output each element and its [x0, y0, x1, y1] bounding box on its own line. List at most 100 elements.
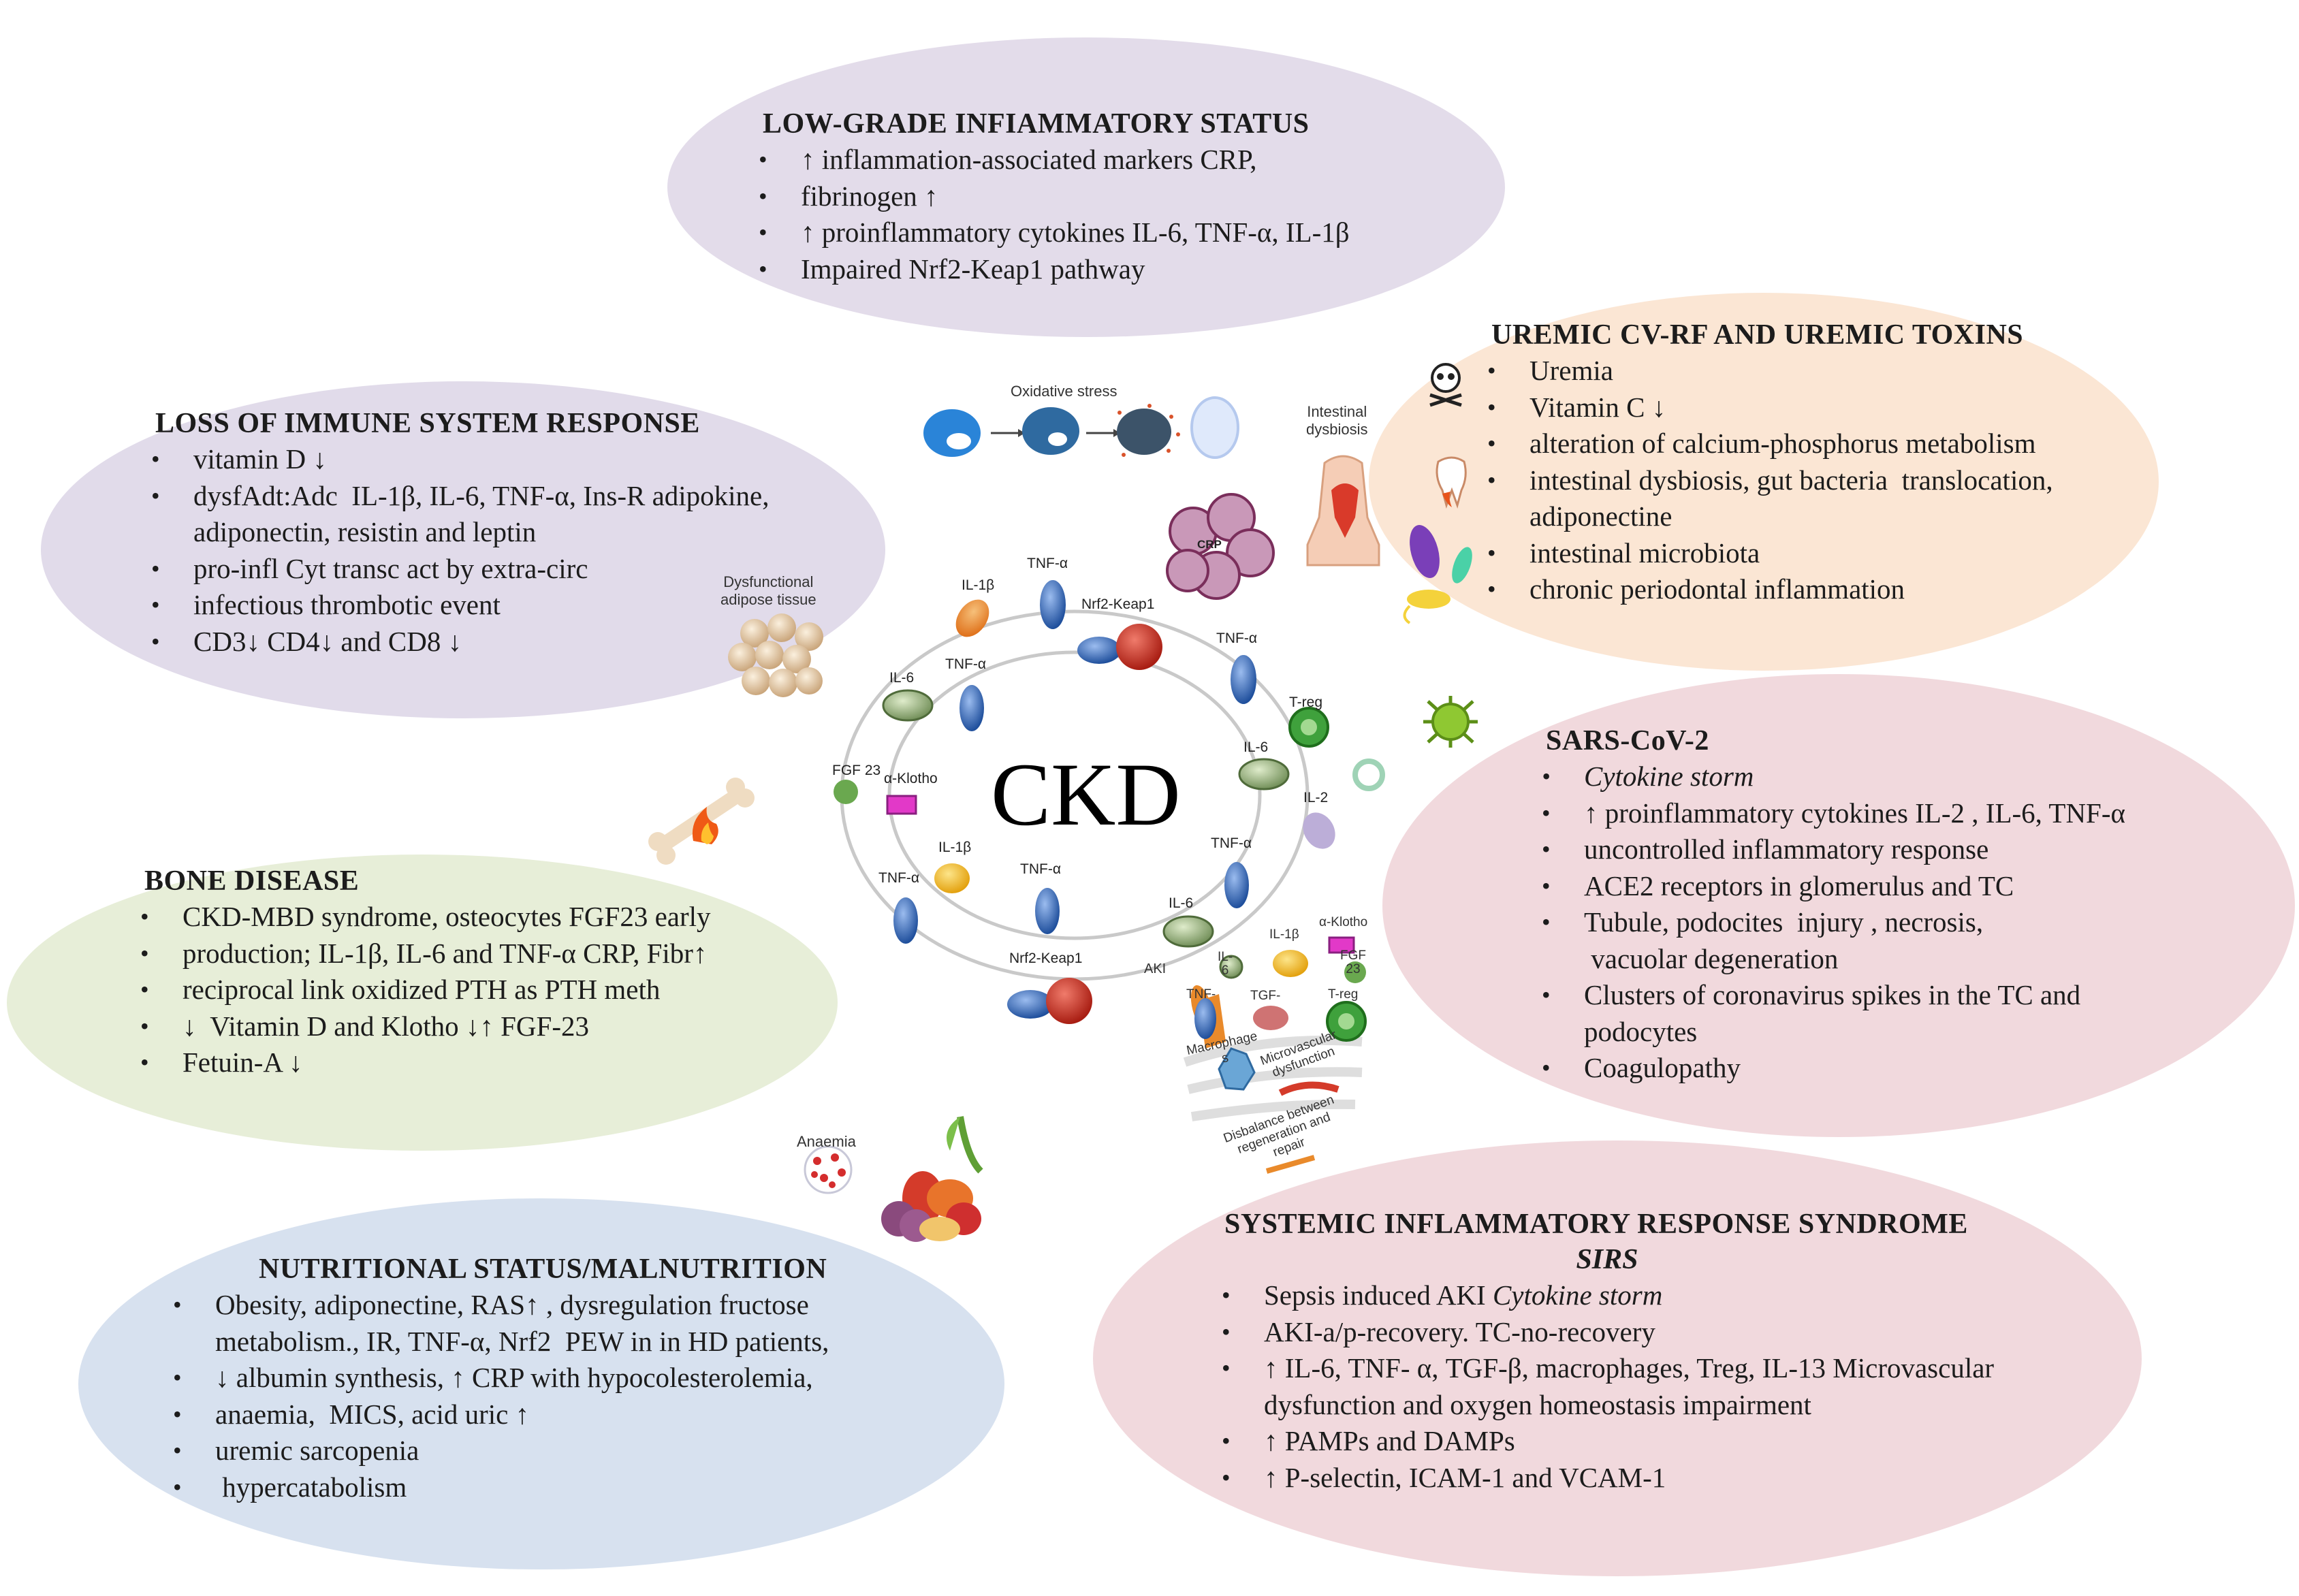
crp-label: CRP: [1197, 538, 1222, 551]
oxidative-stress-cells: [923, 396, 1239, 459]
sars-item: ↑ proinflammatory cytokines IL-2 , IL-6,…: [1539, 795, 2125, 832]
crp-protein-icon: [1166, 493, 1275, 600]
il6-molecule: [882, 689, 934, 722]
treg-label: T-reg: [1328, 987, 1359, 1002]
il6-molecule: [1162, 915, 1214, 948]
virus-icon: [1423, 696, 1478, 748]
inflammatory-item: Impaired Nrf2-Keap1 pathway: [756, 251, 1350, 288]
ring-label-tnf: TNF-α: [945, 656, 986, 672]
tnf-molecule: [1224, 862, 1249, 908]
inflammatory-title: LOW-GRADE INFIAMMATORY STATUS: [763, 108, 1310, 140]
ring-label-treg: T-reg: [1289, 695, 1323, 710]
tnf-molecule: [960, 685, 984, 731]
keap1-red: [1046, 978, 1092, 1024]
uremic-item: Vitamin C ↓: [1485, 389, 2053, 426]
uremic-item: alteration of calcium-phosphorus metabol…: [1485, 426, 2053, 462]
ring-label-tnf: TNF-α: [1027, 556, 1068, 571]
nutrition-item: Obesity, adiponectine, RAS↑ , dysregulat…: [170, 1287, 829, 1360]
immune-panel: LOSS OF IMMUNE SYSTEM RESPONSE vitamin D…: [148, 406, 770, 660]
sars-item: Tubule, podocites injury , necrosis, vac…: [1539, 904, 2125, 977]
il6-label: IL- 6: [1218, 950, 1233, 978]
tnf-label: TNF-: [1186, 987, 1216, 1002]
ring-label-fgf23: FGF 23: [832, 763, 881, 778]
klotho-molecule: [886, 795, 917, 815]
bone-title: BONE DISEASE: [144, 865, 360, 897]
nrf2-blue: [1007, 990, 1053, 1019]
bone-panel: BONE DISEASE CKD-MBD syndrome, osteocyte…: [138, 863, 711, 1081]
sirs-item: ↑ P-selectin, ICAM-1 and VCAM-1: [1219, 1460, 1995, 1497]
bone-item: production; IL-1β, IL-6 and TNF-α CRP, F…: [138, 936, 711, 972]
sirs-item-text: Sepsis induced AKI: [1264, 1279, 1493, 1311]
sars-item: Cytokine storm: [1539, 759, 2125, 795]
il1b-molecule: [955, 599, 989, 637]
uremic-item: intestinal dysbiosis, gut bacteria trans…: [1485, 462, 2053, 535]
sirs-item-italic: Cytokine storm: [1492, 1279, 1663, 1311]
ring-label-tnf: TNF-α: [878, 870, 919, 886]
uremic-item: Uremia: [1485, 353, 2053, 389]
immune-title: LOSS OF IMMUNE SYSTEM RESPONSE: [155, 408, 700, 439]
uremic-item: intestinal microbiota: [1485, 535, 2053, 572]
nutrition-item: anaemia, MICS, acid uric ↑: [170, 1396, 829, 1433]
nutrition-item: uremic sarcopenia: [170, 1433, 829, 1469]
nutrition-panel: NUTRITIONAL STATUS/MALNUTRITION Obesity,…: [170, 1251, 829, 1505]
bacteria-icon: [1403, 525, 1472, 624]
kidney-tubule-icon: [1183, 936, 1367, 1174]
fgf23-label: FGF 23: [1340, 948, 1366, 976]
sirs-item: ↑ IL-6, TNF- α, TGF-β, macrophages, Treg…: [1219, 1350, 1995, 1423]
inflammatory-item: fibrinogen ↑: [756, 178, 1350, 215]
treg-nucleus: [1301, 719, 1317, 735]
ring-label-il6: IL-6: [1169, 895, 1194, 911]
sirs-item: AKI-a/p-recovery. TC-no-recovery: [1219, 1314, 1995, 1351]
anaemia-cell-icon: [804, 1145, 853, 1194]
klotho-label: α-Klotho: [1319, 915, 1368, 929]
nrf2-blue: [1077, 637, 1121, 664]
inflammatory-item: ↑ inflammation-associated markers CRP,: [756, 142, 1350, 178]
tgf-label: TGF-: [1250, 989, 1281, 1003]
intestine-icon: [1306, 455, 1380, 566]
immune-item: infectious thrombotic event: [148, 587, 770, 624]
uremic-title: UREMIC CV-RF AND UREMIC TOXINS: [1491, 319, 2024, 351]
sirs-title: SYSTEMIC INFLAMMATORY RESPONSE SYNDROME: [1224, 1209, 1968, 1240]
sars-item: uncontrolled inflammatory response: [1539, 831, 2125, 868]
bone-item: CKD-MBD syndrome, osteocytes FGF23 early: [138, 899, 711, 936]
tnf-molecule: [1040, 580, 1066, 629]
ring-label-nrf2-keap1: Nrf2-Keap1: [1081, 596, 1155, 612]
bone-item: ↓ Vitamin D and Klotho ↓↑ FGF-23: [138, 1008, 711, 1045]
sars-panel: SARS-CoV-2 Cytokine storm ↑ proinflammat…: [1539, 723, 2125, 1087]
bone-item: Fetuin-A ↓: [138, 1044, 711, 1081]
intestinal-dysbiosis-label: Intestinal dysbiosis: [1306, 403, 1368, 438]
aki-label: AKI: [1144, 961, 1167, 976]
tnf-molecule: [1231, 655, 1256, 704]
sirs-item: ↑ PAMPs and DAMPs: [1219, 1423, 1995, 1460]
sars-item: Clusters of coronavirus spikes in the TC…: [1539, 977, 2125, 1050]
anaemia-label: Anaemia: [797, 1133, 856, 1150]
il1b-label: IL-1β: [1269, 927, 1299, 942]
ring-label-il1b: IL-1β: [938, 840, 972, 855]
fruit-basket-icon: [881, 1116, 983, 1242]
ring-label-il1b: IL-1β: [962, 577, 995, 593]
bone-item: reciprocal link oxidized PTH as PTH meth: [138, 972, 711, 1008]
il1b-molecule: [934, 863, 970, 893]
virus-small-icon: [1352, 759, 1385, 791]
sirs-subtitle: SIRS: [1576, 1244, 1638, 1275]
immune-item: dysfAdt:Adc IL-1β, IL-6, TNF-α, Ins-R ad…: [148, 478, 770, 551]
skull-icon: [1429, 363, 1462, 407]
tnf-molecule: [1035, 888, 1060, 934]
immune-item: pro-infl Cyt transc act by extra-circ: [148, 551, 770, 588]
il6-molecule: [1238, 758, 1290, 791]
tnf-molecule: [893, 897, 918, 944]
sars-title: SARS-CoV-2: [1546, 725, 1709, 756]
sars-item: Coagulopathy: [1539, 1050, 2125, 1087]
immune-item: CD3↓ CD4↓ and CD8 ↓: [148, 624, 770, 660]
keap1-red: [1116, 624, 1162, 670]
ring-label-nrf2-keap1: Nrf2-Keap1: [1009, 951, 1083, 966]
ring-label-klotho: α-Klotho: [884, 771, 938, 786]
tooth-icon: [1436, 456, 1467, 509]
ring-label-il6: IL-6: [1243, 739, 1269, 755]
fgf23-molecule: [834, 780, 858, 804]
nutrition-item: ↓ albumin synthesis, ↑ CRP with hypocole…: [170, 1360, 829, 1396]
sirs-item: Sepsis induced AKI Cytokine storm: [1219, 1277, 1995, 1314]
ring-label-il6: IL-6: [889, 670, 915, 686]
